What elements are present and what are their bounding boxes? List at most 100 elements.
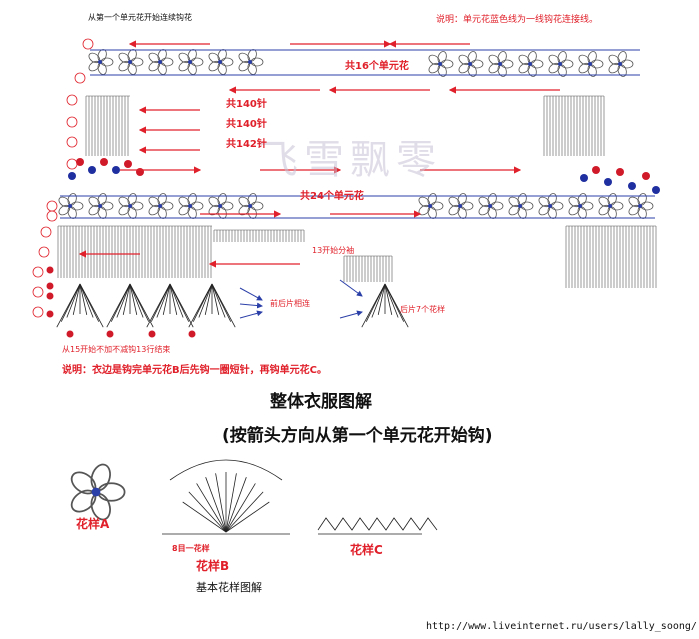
swatch-b-label: 花样B [196,559,230,573]
motif-flower [538,193,564,219]
swatch-b-stitch [225,473,237,533]
motif-flower [458,51,484,77]
motif-flower [548,51,574,77]
fan-stitch [66,283,81,318]
fan-stitch [169,283,184,318]
motif-flower [88,49,114,75]
bead [580,174,588,182]
row4-count: 共142针 [226,139,267,150]
row3-count: 共140针 [226,119,267,130]
motif-flower [448,193,474,219]
fan-stitch [79,283,104,328]
bead [88,166,96,174]
row-marker [66,158,78,170]
fan-stitch [198,283,213,318]
fan-stitch [72,283,81,315]
fan-stitch [365,283,386,322]
join-arrow [239,310,263,319]
fan-stitch [204,283,213,315]
join-arrow [339,310,363,319]
bead [68,172,76,180]
swatch-b-arc [169,459,283,481]
fan-stitch [211,283,220,315]
bead [592,166,600,174]
bead [46,282,54,290]
connection-note: 说明：单元花蓝色线为一线钩花连接线。 [436,15,599,25]
fan-stitch [169,283,194,328]
fan-stitch [150,283,171,322]
row-marker [32,306,44,318]
fan-stitch [169,283,178,315]
bead [76,158,84,166]
start-caption: 从第一个单元花开始连续钩花 [88,13,192,22]
motif-flower [88,193,114,219]
bead [628,182,636,190]
watermark: 飞雪飘零 [258,137,442,183]
fan-stitch [110,283,131,322]
bead [148,330,156,338]
row-marker [32,266,44,278]
bead [188,330,196,338]
row1-count: 共16个单元花 [345,61,409,72]
swatch-b-stitch [225,501,270,533]
row-marker [40,226,52,238]
border-note: 说明：衣边是钩完单元花B后先钩一圈短针，再钩单元花C。 [62,365,327,376]
fan-stitch [211,283,226,318]
row5-count: 共24个单元花 [300,191,364,202]
swatch-b-note: 8目一花样 [172,544,210,553]
bead [46,266,54,274]
fan-stitch [79,283,94,318]
fan-stitch [377,283,386,315]
fan-stitch [60,283,81,322]
bead [46,310,54,318]
motif-flower [628,193,654,219]
swatch-b-stitch [182,501,227,533]
fan-stitch [129,283,144,318]
bead [112,166,120,174]
fan-stitch [122,283,131,315]
row2-count: 共140针 [226,99,267,110]
motif-flower [488,51,514,77]
motif-flower [428,51,454,77]
source-url: http://www.liveinternet.ru/users/lally_s… [426,621,697,632]
bead [604,178,612,186]
front-back-join-label: 前后片相连 [270,299,310,308]
bead [136,168,144,176]
motif-flower [568,193,594,219]
motif-flower [148,49,174,75]
motif-flower [148,193,174,219]
fan-stitch [371,283,386,318]
row-marker [32,286,44,298]
fan-stitch [384,283,409,328]
row-marker [66,116,78,128]
bead [652,186,660,194]
swatch-b-stitch [196,483,227,533]
row-marker [74,72,86,84]
swatch-b-stitch [225,491,264,533]
back-piece-label: 后片7个花样 [400,305,446,314]
join-arrow [239,302,263,309]
fan-stitch [116,283,131,318]
fan-stitch [384,283,393,315]
hem-note: 从15开始不加不减钩13行结束 [62,345,171,354]
fan-stitch [384,283,399,318]
swatch-c-label: 花样C [350,543,383,557]
motif-flower [118,49,144,75]
row-marker [82,38,94,50]
motif-flower [178,49,204,75]
motif-flower [608,51,634,77]
bead [642,172,650,180]
fan-stitch [192,283,213,322]
bead [106,330,114,338]
swatch-c-edge [317,517,438,531]
motif-flower [578,51,604,77]
fan-stitch [156,283,171,318]
motif-flower [518,51,544,77]
fan-stitch [129,283,138,315]
row-marker [46,210,58,222]
swatch-a-label: 花样A [76,517,110,531]
page-title: 整体衣服图解 [270,392,372,412]
bead [100,158,108,166]
